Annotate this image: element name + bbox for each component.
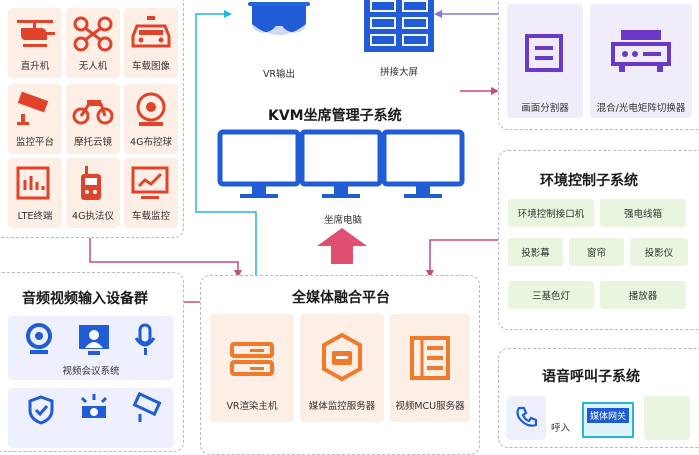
kvm-label: 坐席电脑 [323, 215, 362, 226]
terminal-tile: 4G执法仪 [66, 158, 120, 228]
terminal-tile: 无人机 [66, 8, 120, 78]
splitter-link-arrow [434, 10, 442, 18]
video-conference-label: 视频会议系统 [62, 366, 120, 377]
video-conference-tile: 视频会议系统 [8, 316, 174, 380]
gateway-label: 媒体网关 [587, 408, 629, 423]
kvm-title: KVM坐席管理子系统 [268, 108, 402, 124]
terminal-tile: 直升机 [8, 8, 62, 78]
microphone-icon [134, 323, 156, 355]
media-monitor-icon [322, 332, 362, 382]
drone-icon [73, 16, 113, 52]
voice-title: 语音呼叫子系统 [542, 369, 640, 385]
terminals-platform-line [89, 238, 239, 272]
env-player: 播放器 [600, 281, 686, 309]
terminals-platform-arrow [234, 270, 242, 278]
video-conference-icon [79, 325, 109, 355]
walkie-talkie-icon [81, 166, 101, 200]
terminal-label: 车载图像 [131, 61, 170, 72]
phone-icon [516, 406, 538, 427]
alarm-light-icon [80, 394, 108, 418]
helicopter-icon [17, 20, 55, 47]
env-interface-machine: 环境控制接口机 [508, 199, 594, 227]
av-input-title: 音频视频输入设备群 [22, 291, 148, 307]
terminal-label: 摩托云镜 [73, 137, 112, 148]
terminal-tile: 监控平台 [8, 84, 62, 154]
terminal-tile: 车载图像 [124, 8, 178, 78]
env-title: 环境控制子系统 [540, 173, 638, 189]
shield-icon [28, 395, 54, 425]
call-in-label: 呼入 [551, 423, 571, 434]
video-wall-label: 拼接大屏 [379, 67, 418, 78]
env-power-box: 强电线箱 [600, 199, 686, 227]
terminal-label: 无人机 [78, 61, 108, 72]
media-monitor-server-tile: 媒体监控服务器 [300, 314, 384, 422]
terminal-label: 4G布控球 [130, 137, 172, 148]
kvm-monitors [217, 129, 465, 198]
terminal-tile: 4G布控球 [124, 84, 178, 154]
media-monitor-server-label: 媒体监控服务器 [308, 401, 376, 412]
voice-device-tile [644, 396, 690, 440]
matrix-tile: 混合/光电矩阵切换器 [590, 4, 692, 118]
video-wall-icon [364, 0, 434, 52]
connector-lines [89, 10, 499, 325]
env-projector: 投影仪 [630, 238, 688, 266]
monitor-icon-2 [299, 129, 383, 198]
splitter-icon [525, 34, 563, 72]
camera-icon [132, 391, 162, 422]
gateway-box: 媒体网关 [582, 402, 634, 438]
terminal-label: 车载监控 [131, 211, 170, 222]
monitor-chart-icon [131, 166, 169, 199]
splitter-tile: 画面分割器 [507, 4, 583, 118]
terminal-tile: 摩托云镜 [66, 84, 120, 154]
vr-output: VR输出 [244, 0, 314, 80]
motorcycle-icon [72, 100, 114, 125]
cctv-camera-icon [17, 91, 49, 125]
terminal-label: 4G执法仪 [72, 211, 114, 222]
vr-link-arrow [224, 10, 232, 18]
video-mcu-icon [410, 336, 450, 380]
env-screen: 投影幕 [508, 238, 563, 266]
render-host-icon [230, 342, 274, 376]
matrix-label: 混合/光电矩阵切换器 [596, 103, 686, 114]
terminal-tile: LTE终端 [8, 158, 62, 228]
terminal-label: 直升机 [20, 61, 50, 72]
splitter-label: 画面分割器 [521, 103, 569, 114]
platform-title: 全媒体融合平台 [292, 290, 390, 306]
env-tricolor-light: 三基色灯 [508, 281, 594, 309]
video-mcu-server-label: 视频MCU服务器 [395, 401, 465, 412]
env-platform-line [429, 239, 498, 272]
terminal-label: 监控平台 [15, 137, 54, 148]
vr-headset-icon [248, 2, 310, 35]
env-curtain: 窗帘 [569, 238, 624, 266]
vr-link-line [195, 13, 257, 325]
vr-render-host-label: VR渲染主机 [226, 401, 278, 412]
video-wall: 拼接大屏 [362, 0, 436, 84]
phone-tile [506, 396, 546, 440]
env-platform-arrow [426, 270, 434, 278]
security-devices-tile [8, 388, 174, 448]
vr-render-host-tile: VR渲染主机 [210, 314, 294, 422]
terminal-tile: 车载监控 [124, 158, 178, 228]
police-car-icon [131, 16, 171, 48]
kvm-splitter-arrow [491, 87, 499, 95]
monitor-icon-1 [217, 129, 301, 198]
up-arrow-icon [317, 228, 367, 264]
monitor-icon-3 [381, 129, 465, 198]
vr-output-label: VR输出 [262, 69, 296, 80]
video-mcu-server-tile: 视频MCU服务器 [390, 314, 470, 422]
terminal-label: LTE终端 [17, 211, 53, 222]
lte-terminal-icon [16, 166, 50, 200]
webcam-icon [26, 323, 52, 354]
dome-camera-icon [136, 92, 166, 126]
matrix-switch-icon [611, 30, 671, 72]
